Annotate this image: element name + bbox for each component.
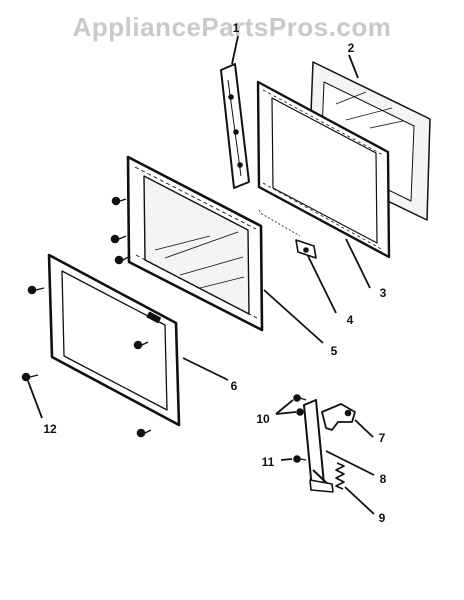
leader-lines bbox=[27, 35, 375, 515]
screw-icon bbox=[133, 340, 149, 350]
pin-icon bbox=[293, 394, 307, 402]
part-4-hinge-clip bbox=[258, 209, 317, 259]
callout-7: 7 bbox=[379, 431, 386, 445]
callout-2: 2 bbox=[348, 41, 355, 55]
callout-9: 9 bbox=[379, 511, 386, 525]
callout-labels: 1 2 3 4 5 6 7 8 9 10 11 12 bbox=[43, 21, 386, 525]
part-1-hinge-bracket bbox=[220, 63, 250, 189]
screw-icon bbox=[27, 285, 45, 295]
part-5-door-window bbox=[126, 155, 264, 332]
latch-assembly bbox=[293, 394, 356, 493]
pin-icon bbox=[296, 408, 304, 416]
screw-set-lower bbox=[21, 285, 152, 438]
part-6-inner-door-frame bbox=[47, 253, 181, 427]
callout-6: 6 bbox=[231, 379, 238, 393]
screw-set-upper bbox=[110, 196, 131, 265]
callout-1: 1 bbox=[233, 21, 240, 35]
callout-5: 5 bbox=[331, 344, 338, 358]
callout-10: 10 bbox=[256, 412, 270, 426]
callout-8: 8 bbox=[380, 472, 387, 486]
screw-icon bbox=[114, 255, 131, 265]
pin-icon bbox=[293, 455, 307, 463]
callout-12: 12 bbox=[43, 422, 57, 436]
callout-3: 3 bbox=[380, 286, 387, 300]
part-3-outer-door-frame bbox=[256, 80, 391, 259]
callout-4: 4 bbox=[347, 313, 354, 327]
screw-icon bbox=[110, 234, 127, 244]
screw-icon bbox=[111, 196, 127, 206]
callout-11: 11 bbox=[262, 455, 275, 469]
screw-icon bbox=[136, 428, 152, 438]
screw-icon bbox=[21, 372, 39, 382]
